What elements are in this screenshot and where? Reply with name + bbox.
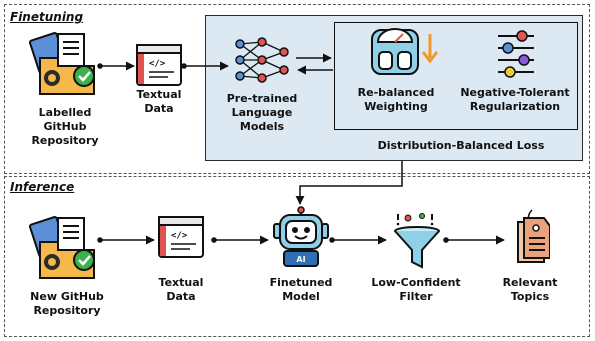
tag-icon [517, 209, 550, 263]
finetuned-model-label: Finetuned Model [269, 276, 333, 303]
negative-tolerant-label: Negative-Tolerant Regularization [460, 86, 570, 113]
arrow-finetune-to-model [295, 161, 403, 205]
textual-data-label-inference: Textual Data [158, 276, 204, 303]
labelled-repository-label: Labelled GitHub Repository [31, 106, 99, 147]
textual-data-label-finetune: Textual Data [136, 88, 182, 115]
low-confident-filter-label: Low-Confident Filter [371, 276, 461, 303]
sliders-icon [498, 30, 534, 78]
new-repository-label: New GitHub Repository [30, 290, 104, 317]
labelled-repository-icon [28, 32, 95, 95]
pretrained-model-label: Pre-trained Language Models [226, 92, 298, 133]
finetuning-title: Finetuning [10, 10, 84, 24]
new-repository-icon [28, 216, 95, 279]
robot-icon: AI [273, 206, 329, 267]
inference-panel [4, 176, 590, 337]
relevant-topics-label: Relevant Topics [502, 276, 558, 303]
inference-title: Inference [10, 180, 75, 194]
textual-data-icon: </> [136, 44, 182, 86]
code-glyph: </> [171, 231, 188, 241]
scale-icon [371, 28, 439, 75]
rebalanced-weighting-label: Re-balanced Weighting [357, 86, 435, 113]
finetuning-panel [4, 4, 590, 174]
code-glyph: </> [149, 59, 166, 69]
distribution-balanced-loss-box [334, 22, 578, 130]
neural-network-icon [235, 37, 289, 83]
robot-badge: AI [296, 255, 305, 264]
distribution-balanced-loss-label: Distribution-Balanced Loss [377, 139, 545, 152]
funnel-icon [394, 213, 440, 269]
textual-data-icon-inference: </> [158, 216, 204, 258]
